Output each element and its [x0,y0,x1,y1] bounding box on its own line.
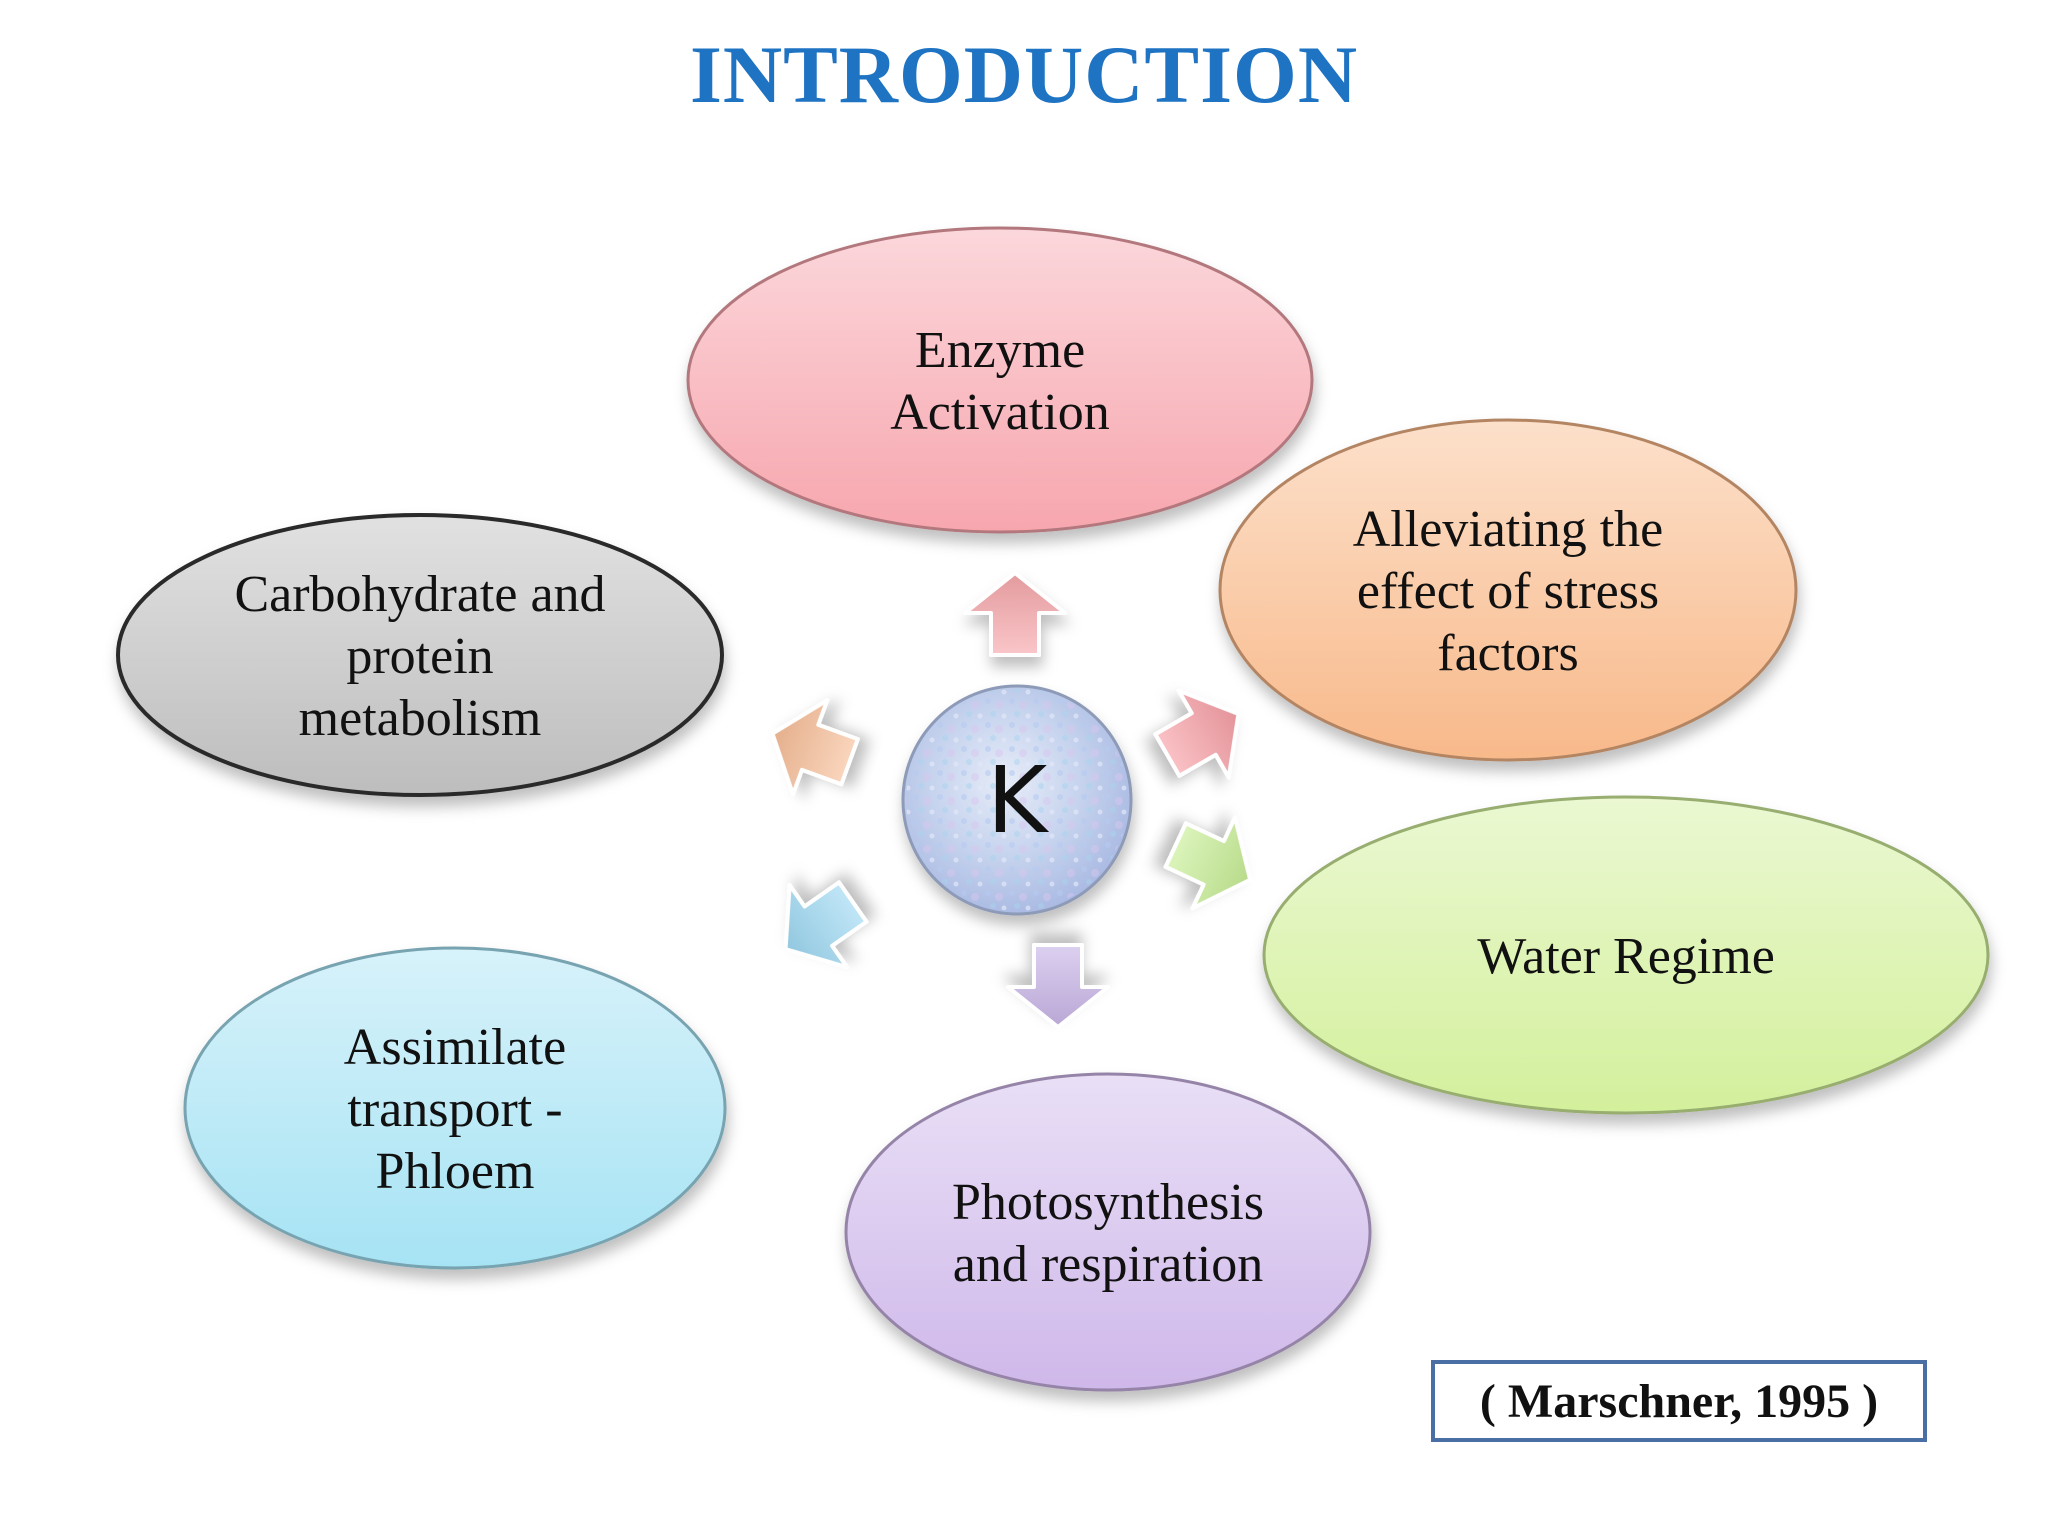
node-label-photo: Photosynthesis [952,1174,1264,1231]
node-label-water: Water Regime [1477,928,1775,985]
node-ellipse-assimilate [183,946,727,1270]
node-label-stress: Alleviating the [1353,501,1663,558]
node-ellipse-water [1262,795,1990,1115]
arrow-photo [1006,943,1110,1029]
node-label-carbo: Carbohydrate and [234,566,605,623]
node-label-assimilate: Phloem [376,1143,535,1200]
node-label-carbo: metabolism [299,690,542,747]
node-label-photo: and respiration [953,1236,1263,1293]
arrow-stress [1153,688,1241,780]
node-ellipse-photo [844,1072,1372,1392]
center-potassium-node: K [901,684,1133,916]
center-label: K [987,747,1050,854]
node-label-enzyme: Enzyme [915,322,1085,379]
slide-title: INTRODUCTION [689,29,1359,120]
node-label-stress: effect of stress [1357,563,1659,620]
node-label-assimilate: transport - [347,1081,562,1138]
node-ellipse-enzyme [686,226,1314,534]
node-ellipse-carbo [116,513,724,797]
node-label-carbo: protein [346,628,493,685]
arrow-water [1163,815,1253,911]
node-label-stress: factors [1437,625,1578,682]
arrow-enzyme [963,571,1067,657]
center-texture [906,689,1128,911]
arrow-assimilate [783,880,869,970]
citation-text: ( Marschner, 1995 ) [1479,1374,1879,1428]
arrow-carbo [770,698,860,797]
node-ellipse-stress [1218,418,1798,762]
node-label-assimilate: Assimilate [344,1019,566,1076]
node-label-enzyme: Activation [890,384,1110,441]
node-water: Water Regime [1262,795,1990,1115]
citation-box: ( Marschner, 1995 ) [1431,1360,1927,1442]
